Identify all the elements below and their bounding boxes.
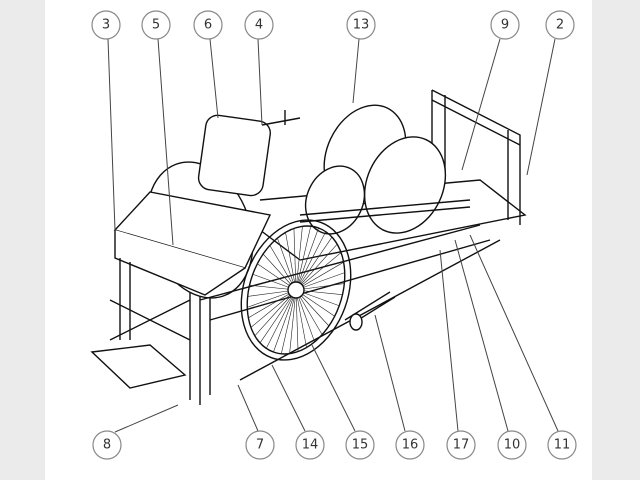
callout-6: 6 — [193, 10, 223, 40]
wheel-spoke — [295, 226, 303, 291]
wheel-spoke — [273, 289, 297, 353]
callout-10: 10 — [497, 430, 527, 460]
wheel-spoke — [259, 289, 297, 344]
seat-side — [114, 230, 246, 296]
seat-top — [113, 191, 272, 269]
callout-13: 13 — [346, 10, 376, 40]
wheel-spoke — [254, 289, 297, 337]
callout-11: 11 — [547, 430, 577, 460]
wheel-spoke — [295, 227, 319, 291]
callout-17: 17 — [446, 430, 476, 460]
wheel-spoke — [277, 237, 297, 291]
rear-frame — [431, 89, 521, 225]
callout-16: 16 — [395, 430, 425, 460]
svg-text:16: 16 — [402, 438, 419, 453]
flywheel-front — [363, 136, 447, 234]
callout-4: 4 — [244, 10, 274, 40]
wheel-spoke — [280, 289, 297, 354]
callout-8: 8 — [92, 430, 122, 460]
callout-5: 5 — [141, 10, 171, 40]
callout-14: 14 — [295, 430, 325, 460]
wheel-spoke — [295, 252, 342, 291]
callout-15: 15 — [345, 430, 375, 460]
wheel-spoke — [295, 226, 312, 291]
machine-illustration — [90, 89, 527, 405]
wheel-spoke — [295, 289, 315, 343]
callout-3: 3 — [91, 10, 121, 40]
callout-2: 2 — [545, 10, 575, 40]
lower-frame — [199, 224, 501, 381]
svg-text:3: 3 — [102, 18, 110, 33]
callout-9: 9 — [490, 10, 520, 40]
wheel-spoke — [295, 231, 327, 291]
wheel-spoke — [250, 289, 297, 328]
svg-text:15: 15 — [352, 438, 369, 453]
wheel-spoke — [265, 289, 297, 349]
svg-text:8: 8 — [103, 438, 111, 453]
pedal — [349, 313, 363, 331]
front-wheel — [240, 219, 352, 361]
svg-text:7: 7 — [256, 438, 264, 453]
leader-lines — [107, 38, 559, 433]
shaft — [299, 199, 471, 223]
wheel-spoke — [295, 243, 338, 291]
wheel-spoke — [295, 289, 299, 352]
svg-text:10: 10 — [504, 438, 521, 453]
svg-text:11: 11 — [554, 438, 571, 453]
wheel-spoke — [248, 289, 297, 319]
svg-text:14: 14 — [302, 438, 319, 453]
svg-text:4: 4 — [255, 18, 263, 33]
svg-text:5: 5 — [152, 18, 160, 33]
wheel-spoke — [295, 289, 307, 348]
wheel-spoke — [285, 232, 297, 291]
handle — [261, 110, 301, 126]
wheel-spoke — [293, 228, 297, 291]
callout-7: 7 — [245, 430, 275, 460]
footrest — [90, 344, 187, 389]
wheel-spoke — [295, 236, 333, 291]
wheel-spoke — [289, 289, 297, 354]
wheel-spoke — [295, 261, 344, 291]
svg-text:13: 13 — [353, 18, 370, 33]
svg-text:2: 2 — [556, 18, 564, 33]
svg-text:17: 17 — [453, 438, 470, 453]
svg-text:6: 6 — [204, 18, 212, 33]
legs — [109, 258, 211, 405]
backrest — [197, 114, 271, 197]
svg-text:9: 9 — [501, 18, 509, 33]
